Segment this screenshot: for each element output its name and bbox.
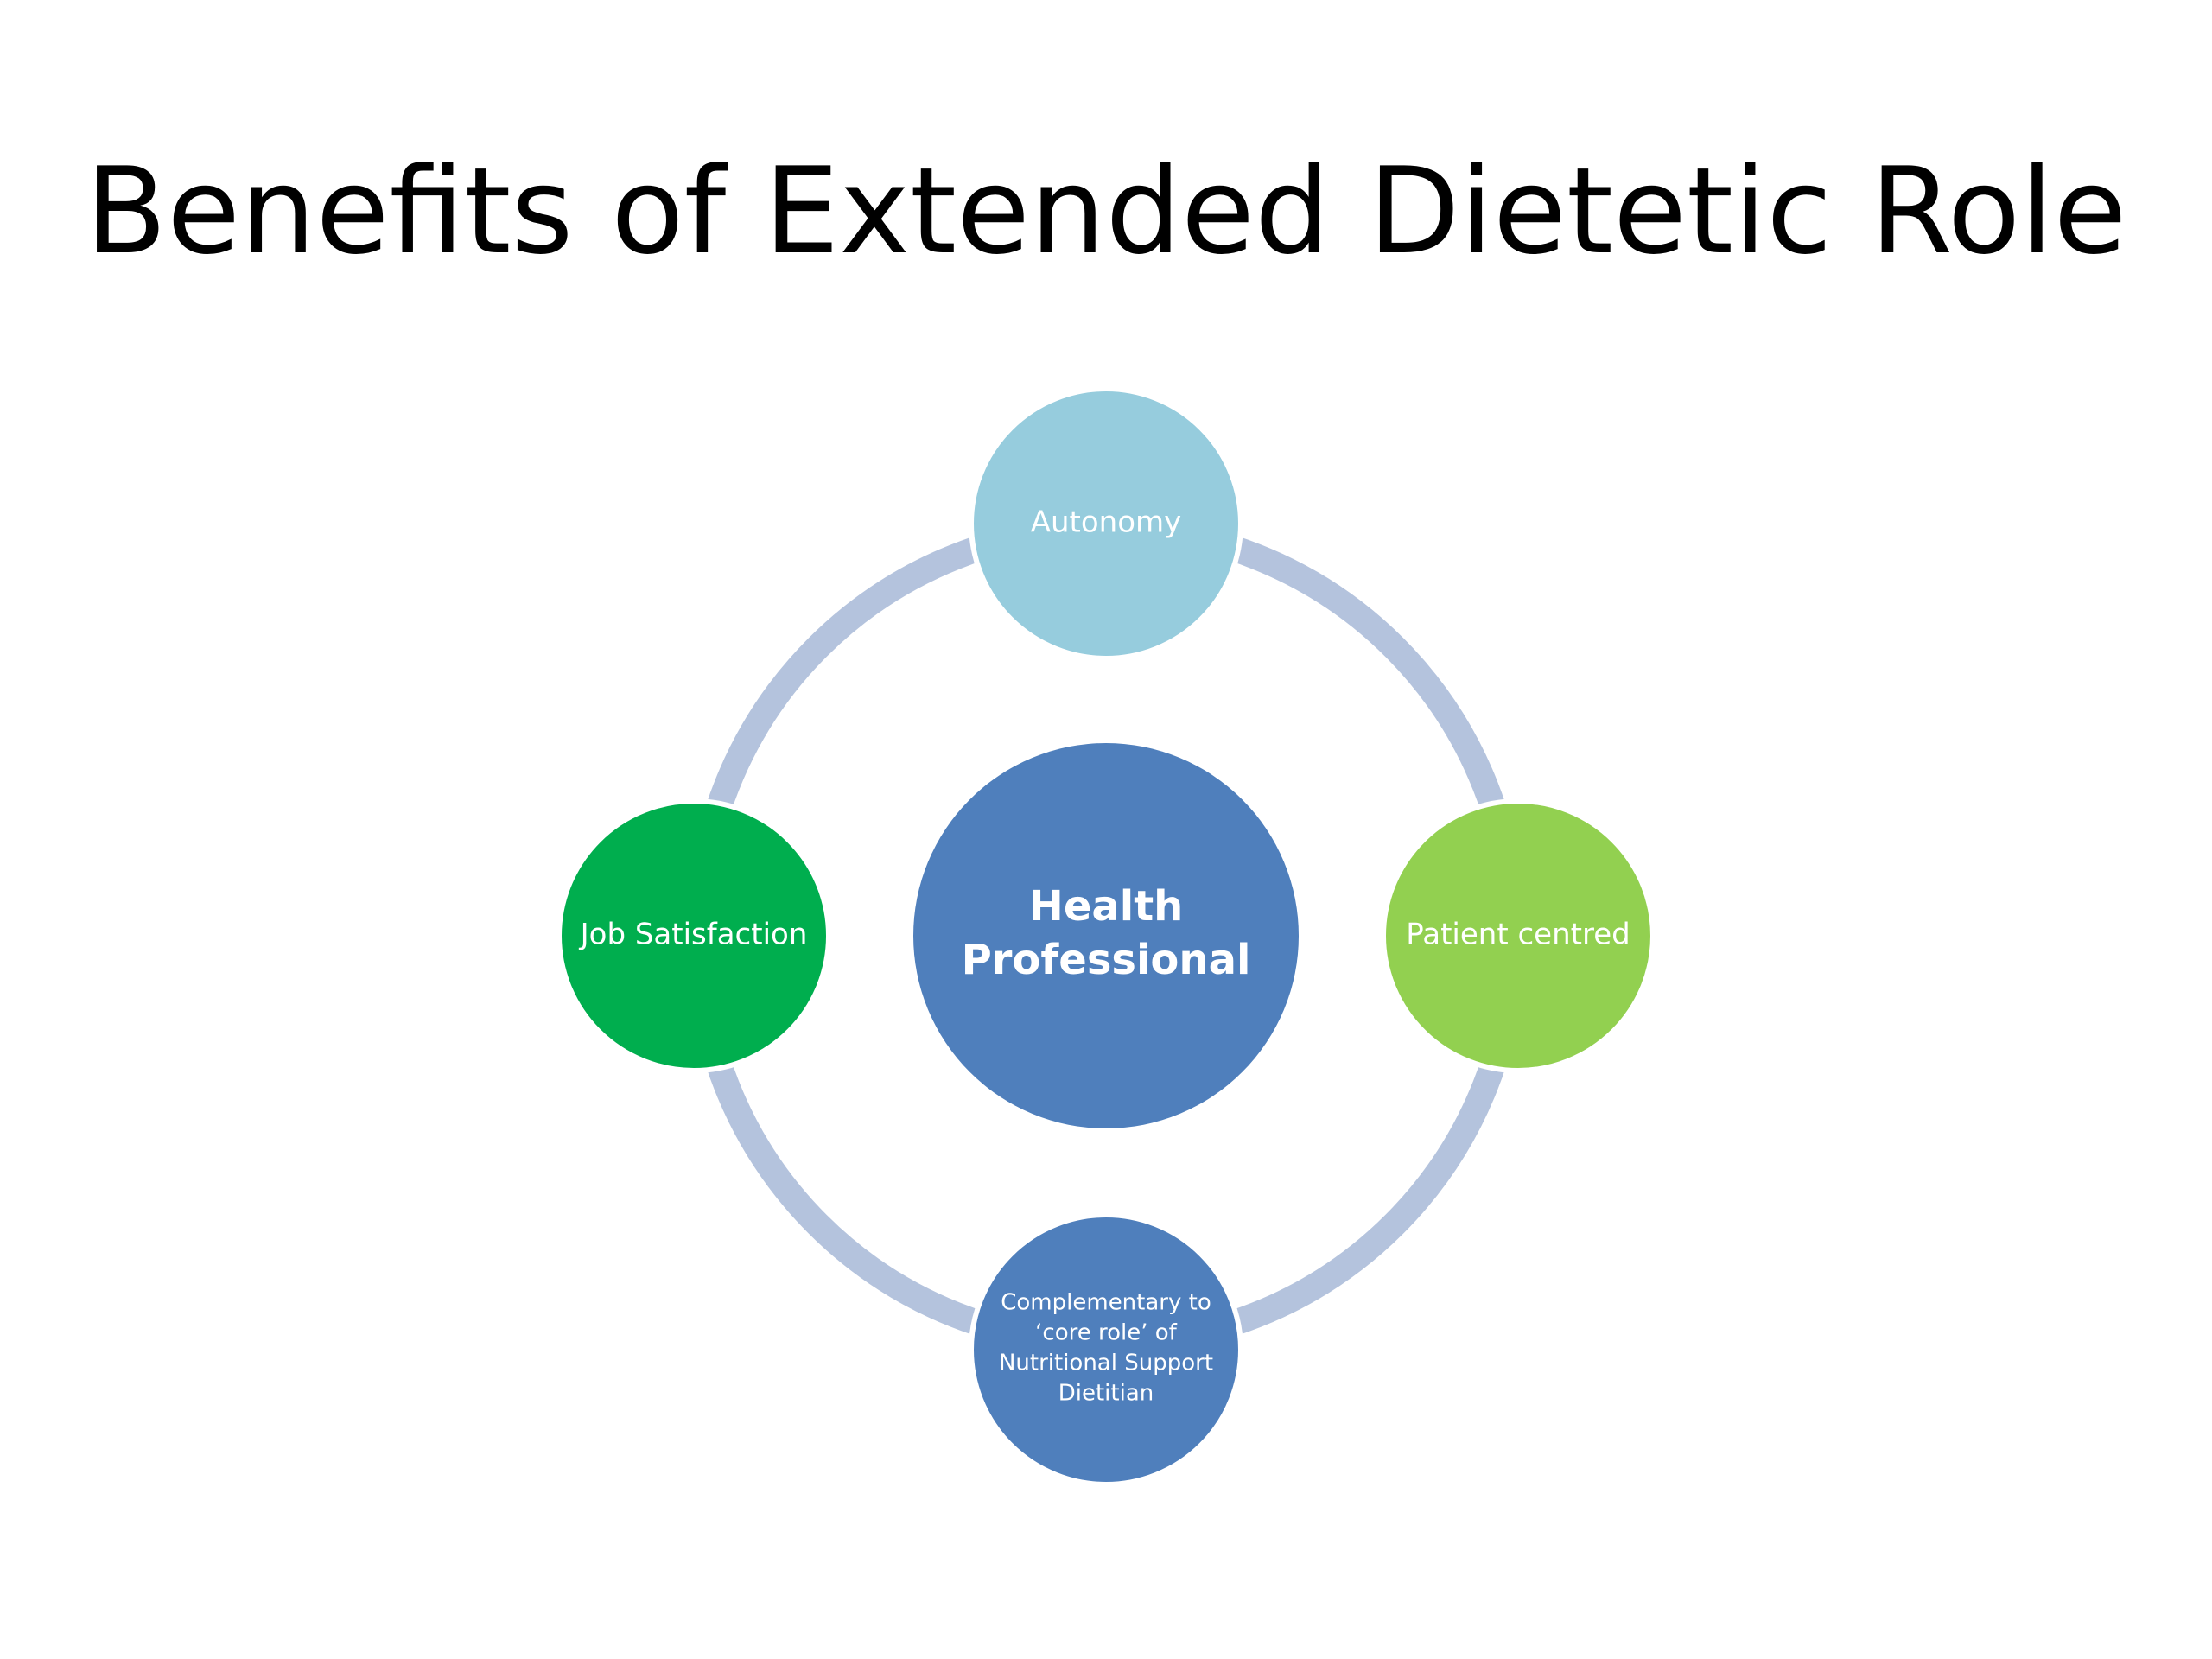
node-job-satisfaction: Job Satisfaction [556,798,831,1073]
node-job-satisfaction-label: Job Satisfaction [579,918,808,952]
node-job-satisfaction-circle [556,798,831,1073]
node-patient-centred-circle [1381,798,1656,1073]
center-node: Health Professional [913,743,1299,1128]
node-patient-centred-label: Patient centred [1406,918,1630,952]
node-complementary-role: Complementary to ‘core role’ of Nutritio… [969,1212,1243,1487]
node-complementary-role-label: ‘core role’ of [1035,1320,1178,1346]
node-complementary-role-label: Dietitian [1058,1381,1154,1407]
node-complementary-role-circle [969,1212,1243,1487]
node-complementary-role-label: Nutritional Support [999,1351,1213,1376]
center-node-circle [913,743,1299,1128]
node-autonomy-label: Autonomy [1031,505,1182,540]
center-node-label: Professional [962,936,1251,984]
center-node-label: Health [1029,882,1184,931]
node-autonomy: Autonomy [969,386,1243,661]
node-autonomy-circle [969,386,1243,661]
node-patient-centred: Patient centred [1381,798,1656,1073]
slide-title: Benefits of Extended Dietetic Role [85,142,2127,281]
node-complementary-role-label: Complementary to [1001,1290,1211,1316]
